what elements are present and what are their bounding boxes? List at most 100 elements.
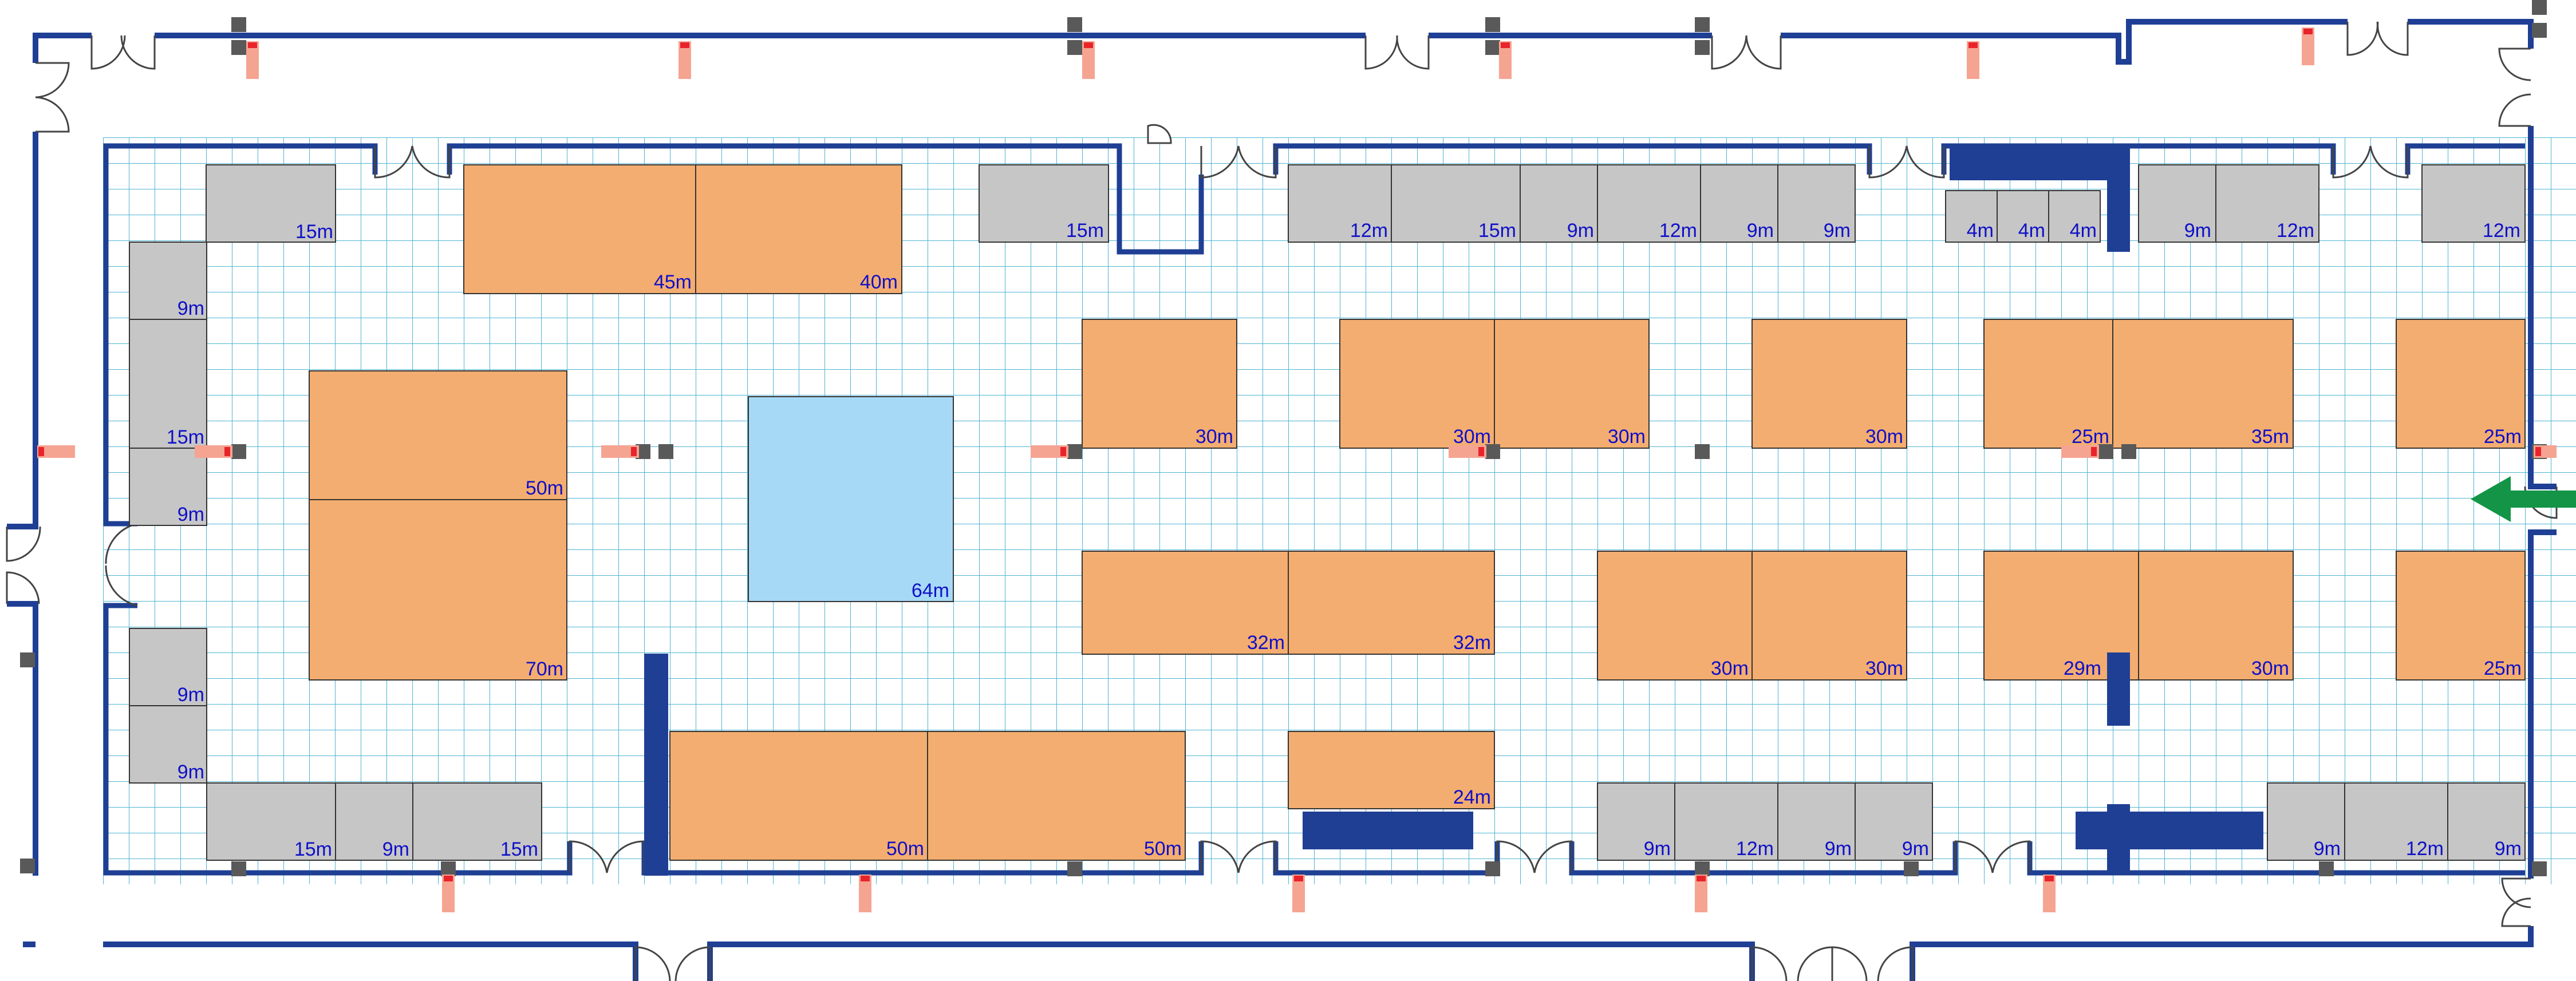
door-swing-icon [1954, 840, 2031, 873]
partition-bottom-right [2076, 812, 2263, 849]
fire-extinguisher-marker-icon [1449, 445, 1486, 458]
booth-label: 9m [2314, 838, 2341, 860]
booth-label: 15m [294, 838, 332, 860]
pillar-square-icon [2532, 23, 2547, 38]
booth-grey-top-left [206, 164, 336, 243]
booth-grey-left-3 [129, 448, 207, 526]
door-swing-icon [569, 840, 645, 873]
fire-extinguisher-marker-icon [37, 445, 75, 458]
booth-label: 30m [1865, 658, 1903, 679]
booth-grey-row-a-6 [1777, 164, 1856, 243]
door-swing-icon [1711, 35, 1782, 70]
door-swing-icon [2501, 877, 2531, 927]
fire-extinguisher-marker-icon [246, 41, 259, 79]
door-swing-icon [634, 946, 711, 981]
booth-label: 9m [177, 504, 204, 525]
booth-label: 9m [177, 761, 204, 783]
booth-orange-45 [463, 164, 696, 294]
door-swing-icon [35, 62, 70, 133]
booth-orange-30-a [1082, 319, 1237, 449]
fire-extinguisher-marker-icon [2534, 445, 2557, 458]
booth-label: 4m [2070, 220, 2097, 242]
booth-label: 25m [2072, 426, 2109, 448]
pillar-square-icon [2532, 861, 2547, 876]
pillar-square-icon [1904, 861, 1919, 876]
booth-label: 50m [886, 838, 924, 860]
pillar-square-icon [1485, 17, 1500, 32]
booth-label: 12m [2277, 220, 2314, 242]
booth-label: 15m [167, 426, 204, 448]
booth-grey-bottom-right-3 [2447, 782, 2526, 861]
door-swing-icon [1831, 946, 1914, 981]
booth-grey-small-1 [1945, 190, 1998, 243]
fire-extinguisher-marker-icon [1292, 875, 1305, 912]
door-swing-icon [2346, 21, 2409, 56]
booth-grey-row-a-5 [1700, 164, 1778, 243]
partition-top-right [1950, 144, 2130, 180]
booth-orange-70 [309, 499, 567, 681]
booth-grey-row-b-1 [2138, 164, 2216, 243]
pillar-square-icon [231, 444, 246, 459]
partition-mid-right-post-front [2107, 652, 2130, 726]
booth-grey-bottom-mid-4 [1855, 782, 1933, 861]
booth-grey-bottom-left-1 [206, 782, 336, 861]
partition-top-right-post [2107, 144, 2130, 252]
booth-label: 12m [2483, 220, 2520, 242]
booth-label: 9m [1824, 220, 1851, 242]
booth-label: 30m [1608, 426, 1646, 448]
booth-grey-row-a-1 [1288, 164, 1392, 243]
pillar-square-icon [1067, 40, 1082, 55]
booth-label: 9m [2495, 838, 2522, 860]
pillars [20, 0, 2547, 876]
booth-grey-bottom-left-3 [412, 782, 542, 861]
booth-orange-25-b [2396, 319, 2526, 449]
pillar-square-icon [2319, 861, 2334, 876]
door-swing-icon [1200, 145, 1277, 179]
green-arrow-left-icon [2471, 476, 2576, 522]
pillar-square-icon [231, 17, 246, 32]
outer-wall-top-1 [33, 33, 92, 63]
fire-extinguisher-marker-icon [1031, 445, 1068, 458]
booth-label: 50m [1144, 838, 1182, 860]
booth-grey-bottom-right-2 [2344, 782, 2448, 861]
booth-label: 9m [1747, 220, 1774, 242]
booth-orange-30-c [1494, 319, 1650, 449]
booth-label: 64m [912, 580, 949, 602]
booth-label: 12m [1736, 838, 1774, 860]
booth-grey-bottom-left-2 [335, 782, 413, 861]
booth-label: 29m [2064, 658, 2101, 679]
pillar-square-icon [1067, 444, 1082, 459]
fire-extinguisher-marker-icon [1695, 875, 1707, 912]
booth-label: 30m [1453, 426, 1491, 448]
pillar-square-icon [1067, 17, 1082, 32]
partition-bottom-right-post [2107, 804, 2130, 874]
booth-label: 24m [1453, 786, 1491, 808]
outer-wall-right-lower [2528, 529, 2557, 879]
grey-booths [129, 164, 2526, 861]
booth-orange-40 [695, 164, 902, 294]
booth-label: 15m [1478, 220, 1516, 242]
pillar-square-icon [2121, 444, 2136, 459]
outer-wall-bottom-1 [103, 942, 638, 981]
booth-label: 40m [860, 271, 898, 293]
booth-label: 9m [1902, 838, 1929, 860]
booth-label: 30m [1711, 658, 1749, 679]
booth-label: 45m [654, 271, 692, 293]
booth-label: 70m [526, 658, 563, 680]
inner-doors [105, 145, 2409, 873]
booth-orange-32-a [1082, 551, 1289, 655]
door-swing-icon [2332, 145, 2409, 179]
markers [37, 27, 2557, 912]
fire-extinguisher-marker-icon [601, 445, 639, 458]
door-swing-icon [374, 145, 451, 179]
booth-grey-row-b-2 [2215, 164, 2319, 243]
booth-blue-64 [748, 396, 954, 602]
booth-grey-bottom-right-1 [2267, 782, 2345, 861]
outer-wall-right [2528, 126, 2557, 489]
fire-extinguisher-marker-icon [859, 875, 871, 912]
door-swing-icon [1496, 840, 1573, 873]
pillar-square-icon [1485, 40, 1500, 55]
fire-extinguisher-marker-icon [678, 41, 691, 79]
booth-label: 12m [1350, 220, 1388, 242]
